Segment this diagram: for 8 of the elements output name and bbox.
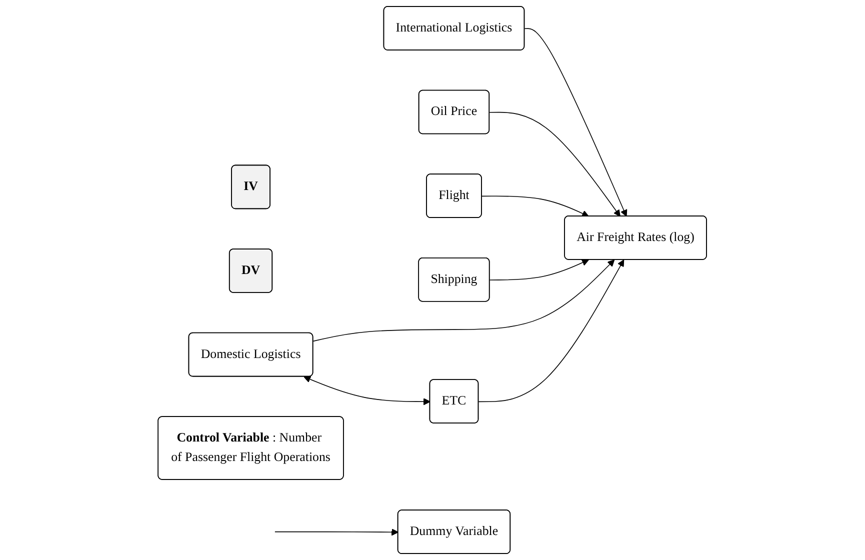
arrow xyxy=(304,376,431,406)
arrow xyxy=(489,112,621,217)
arrow xyxy=(312,260,615,342)
arrow xyxy=(478,260,624,402)
arrow xyxy=(274,528,399,536)
arrow xyxy=(524,28,628,217)
arrow xyxy=(482,196,590,217)
arrow xyxy=(490,259,590,280)
